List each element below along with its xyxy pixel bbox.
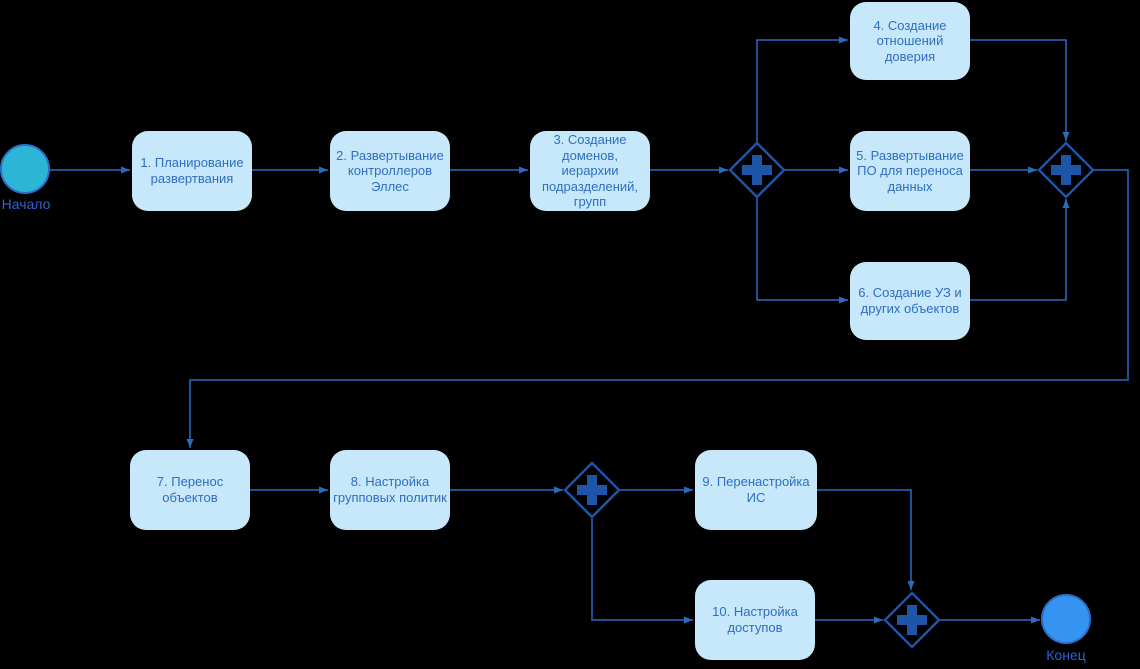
start-event-circle — [0, 144, 50, 194]
plus-icon — [897, 605, 927, 635]
end-event-label: Конец — [1046, 647, 1086, 663]
plus-icon — [577, 475, 607, 505]
parallel-gateway-2 — [1037, 141, 1095, 199]
flow-gateway3-to-t10 — [591, 517, 693, 624]
flow-gateway2-to-t7 — [186, 169, 1129, 448]
task-8-group-policies: 8. Настройка групповых политик — [330, 450, 450, 530]
flow-t9-to-gateway4 — [817, 489, 915, 590]
task-9-reconfigure-is: 9. Перенастройка ИС — [695, 450, 817, 530]
flow-t6-to-gateway2 — [970, 199, 1070, 301]
parallel-gateway-3 — [563, 461, 621, 519]
flow-gateway1-to-t4 — [756, 36, 848, 143]
task-3-create-domains: 3. Создание доменов, иерархии подразделе… — [530, 131, 650, 211]
flow-gateway1-to-t6 — [756, 197, 848, 304]
end-event-circle — [1041, 594, 1091, 644]
start-event-label: Начало — [1, 196, 51, 212]
task-7-move-objects: 7. Перенос объектов — [130, 450, 250, 530]
parallel-gateway-1 — [728, 141, 786, 199]
plus-icon — [742, 155, 772, 185]
plus-icon — [1051, 155, 1081, 185]
task-6-create-accounts: 6. Создание УЗ и других объектов — [850, 262, 970, 340]
parallel-gateway-4 — [883, 591, 941, 649]
flow-t4-to-gateway2 — [970, 39, 1070, 141]
task-2-deploy-controllers: 2. Развертывание контроллеров Эллес — [330, 131, 450, 211]
task-5-deploy-migration-software: 5. Развертывание ПО для переноса данных — [850, 131, 970, 211]
task-10-configure-access: 10. Настройка доступов — [695, 580, 815, 660]
task-1-planning: 1. Планирование развертвания — [132, 131, 252, 211]
task-4-trust-relations: 4. Создание отношений доверия — [850, 2, 970, 80]
